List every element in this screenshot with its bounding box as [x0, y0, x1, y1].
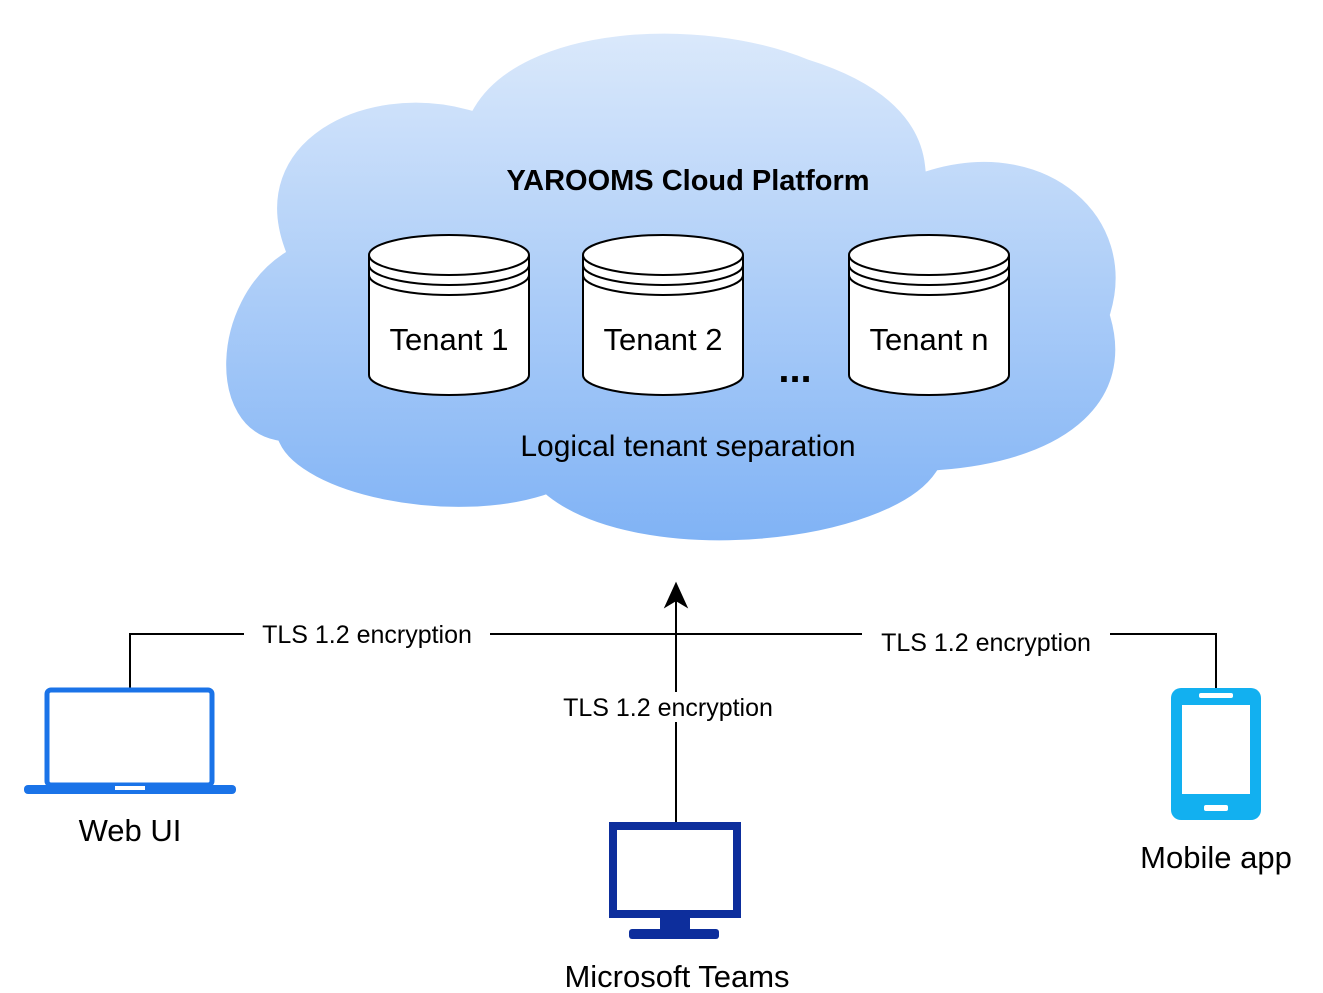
tablet-icon — [1171, 688, 1261, 820]
tenant-label: Tenant 2 — [604, 322, 723, 357]
mobile-app-label: Mobile app — [1140, 840, 1292, 875]
tenant-database-1: Tenant 1 — [368, 234, 530, 396]
tenant-database-n: Tenant n — [848, 234, 1010, 396]
mobile-connector — [676, 633, 1217, 688]
laptop-icon — [24, 687, 236, 794]
tenant-database-2: Tenant 2 — [582, 234, 744, 396]
svg-text:TLS 1.2 encryption: TLS 1.2 encryption — [881, 629, 1091, 657]
svg-text:TLS 1.2 encryption: TLS 1.2 encryption — [262, 621, 472, 649]
cloud-title: YAROOMS Cloud Platform — [506, 165, 869, 197]
ellipsis: ... — [778, 347, 811, 391]
web-ui-label: Web UI — [79, 813, 182, 848]
tenant-label: Tenant 1 — [390, 322, 509, 357]
desktop-monitor-icon — [609, 822, 741, 939]
arrowhead — [663, 581, 689, 609]
web-tls-label: TLS 1.2 encryption — [244, 620, 490, 649]
mobile-tls-label: TLS 1.2 encryption — [862, 628, 1110, 657]
svg-text:TLS 1.2 encryption: TLS 1.2 encryption — [563, 694, 773, 722]
tenant-label: Tenant n — [870, 322, 989, 357]
teams-tls-label: TLS 1.2 encryption — [544, 692, 792, 722]
microsoft-teams-label: Microsoft Teams — [564, 959, 789, 993]
web-connector — [129, 633, 676, 688]
separation-label: Logical tenant separation — [520, 430, 855, 463]
